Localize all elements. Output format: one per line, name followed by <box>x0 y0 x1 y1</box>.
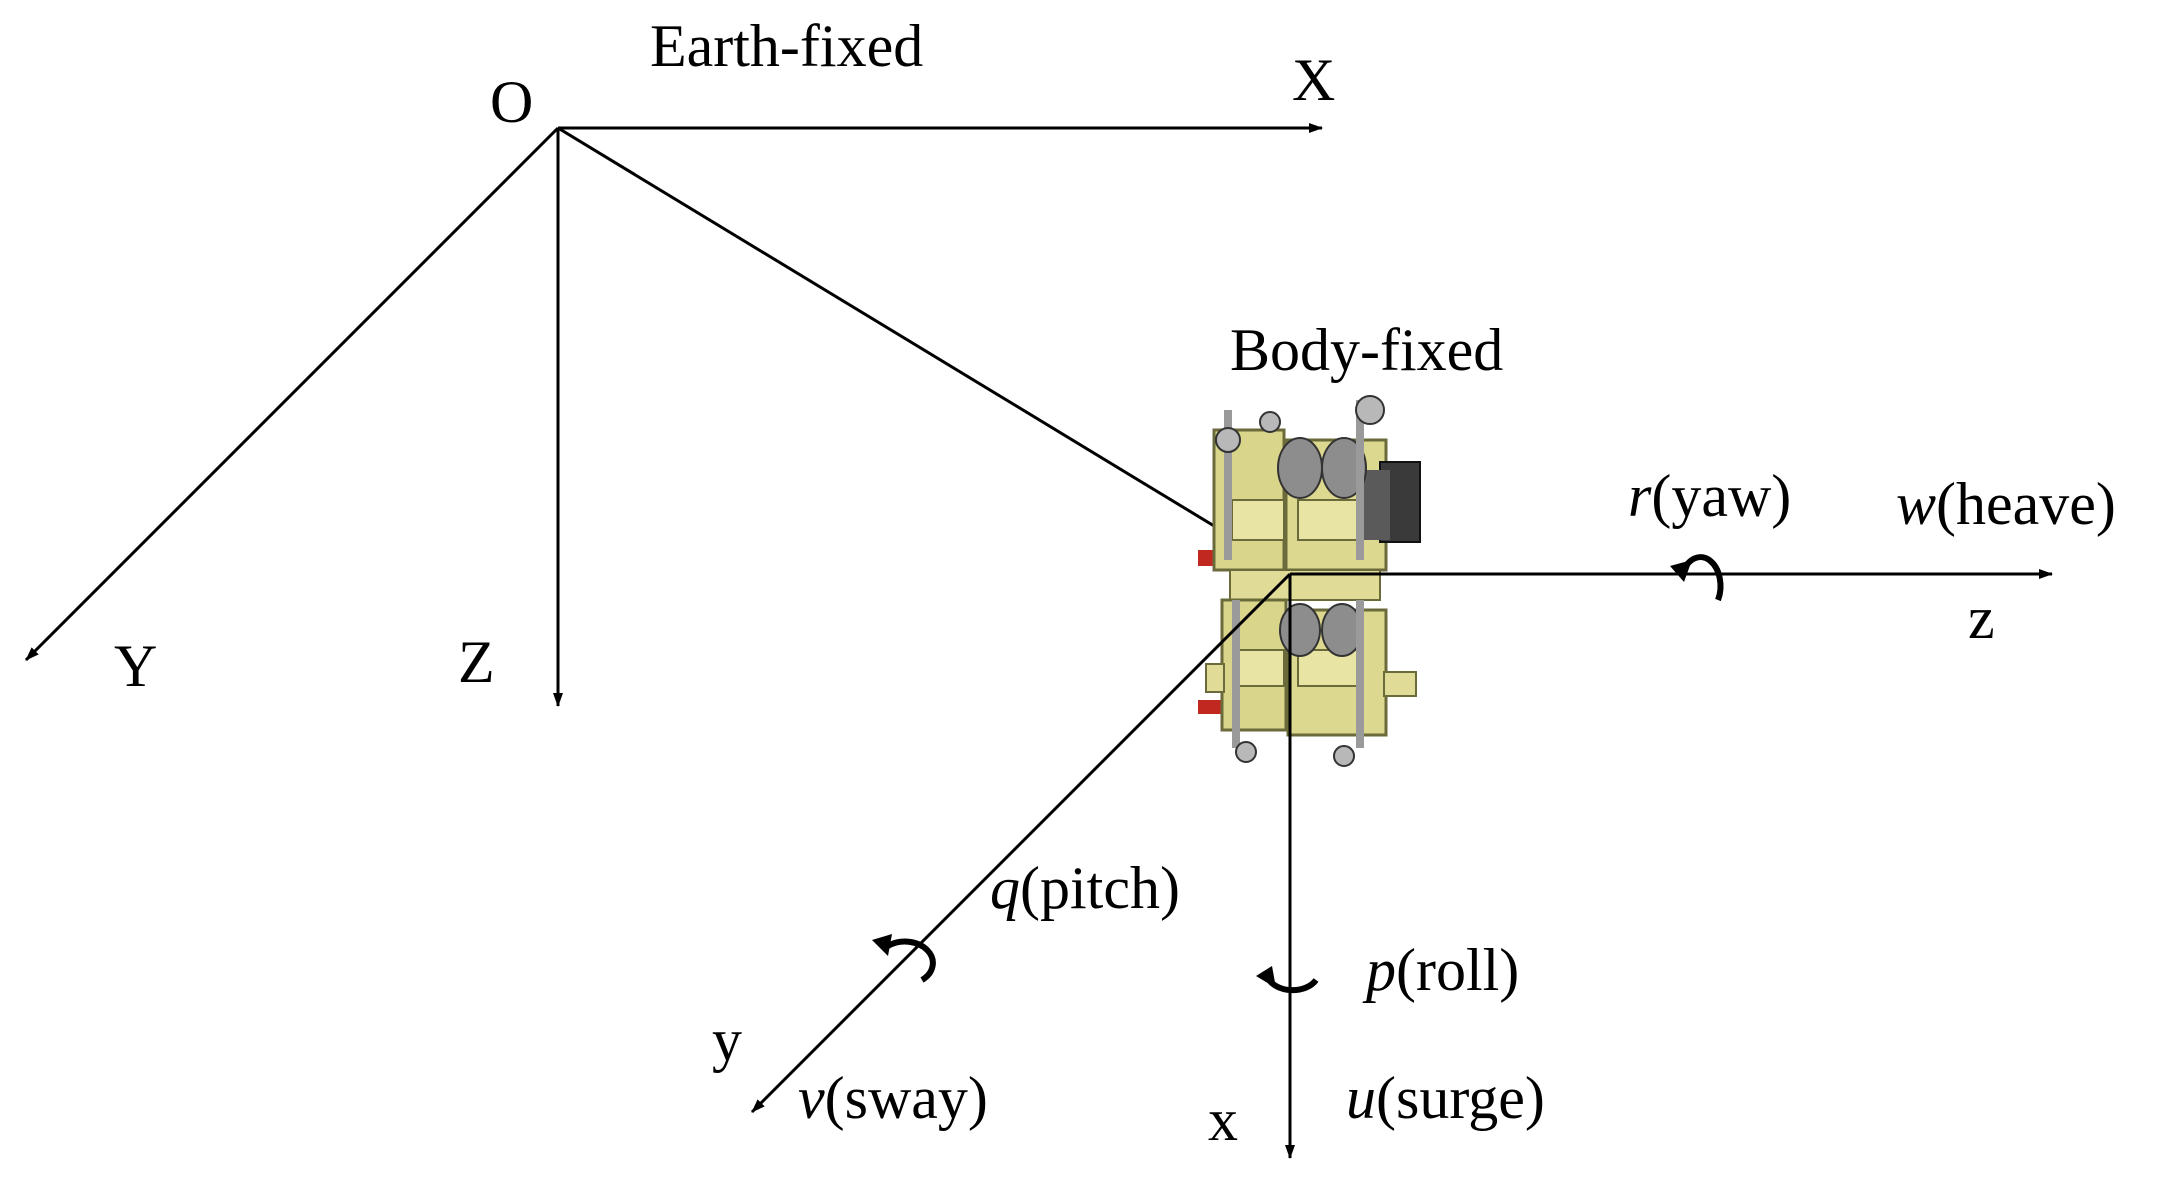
pitch-label: q(pitch) <box>990 858 1180 918</box>
sway-name: (sway) <box>824 1065 988 1131</box>
body-z-label: z <box>1968 585 1995 651</box>
earth-x-label: X <box>1292 47 1336 113</box>
body-y-axis <box>750 572 1292 1114</box>
earth-y-label: Y <box>114 633 158 699</box>
yaw-label: r(yaw) <box>1628 466 1791 526</box>
vehicle-illustration <box>1198 395 1421 767</box>
pitch-symbol: q <box>990 855 1020 921</box>
yaw-name: (yaw) <box>1651 463 1792 529</box>
roll-name: (roll) <box>1396 937 1520 1003</box>
sway-symbol: v <box>798 1065 825 1131</box>
position-vector-line <box>557 126 1291 574</box>
origin-label: O <box>490 69 534 135</box>
earth-frame-title: Earth-fixed <box>650 13 924 79</box>
roll-rotation-arrow <box>1256 966 1319 994</box>
body-frame-title: Body-fixed <box>1230 317 1504 383</box>
earth-z-label: Z <box>458 629 495 695</box>
earth-frame-axes <box>24 123 1323 707</box>
heave-symbol: w <box>1896 471 1937 537</box>
roll-symbol: p <box>1366 937 1396 1003</box>
body-y-label: y <box>712 1007 742 1073</box>
body-frame-axes <box>750 569 2053 1159</box>
body-x-label: x <box>1208 1087 1238 1153</box>
heave-label: w(heave) <box>1896 474 2116 534</box>
heave-name: (heave) <box>1936 471 2116 537</box>
yaw-symbol: r <box>1628 463 1652 529</box>
surge-name: (surge) <box>1376 1065 1545 1131</box>
roll-label: p(roll) <box>1366 940 1519 1000</box>
earth-y-axis <box>24 126 560 662</box>
surge-symbol: u <box>1346 1065 1376 1131</box>
sway-label: v(sway) <box>798 1068 988 1128</box>
pitch-rotation-arrow <box>872 934 936 983</box>
surge-label: u(surge) <box>1346 1068 1545 1128</box>
pitch-name: (pitch) <box>1020 855 1180 921</box>
yaw-rotation-arrow <box>1670 554 1724 602</box>
